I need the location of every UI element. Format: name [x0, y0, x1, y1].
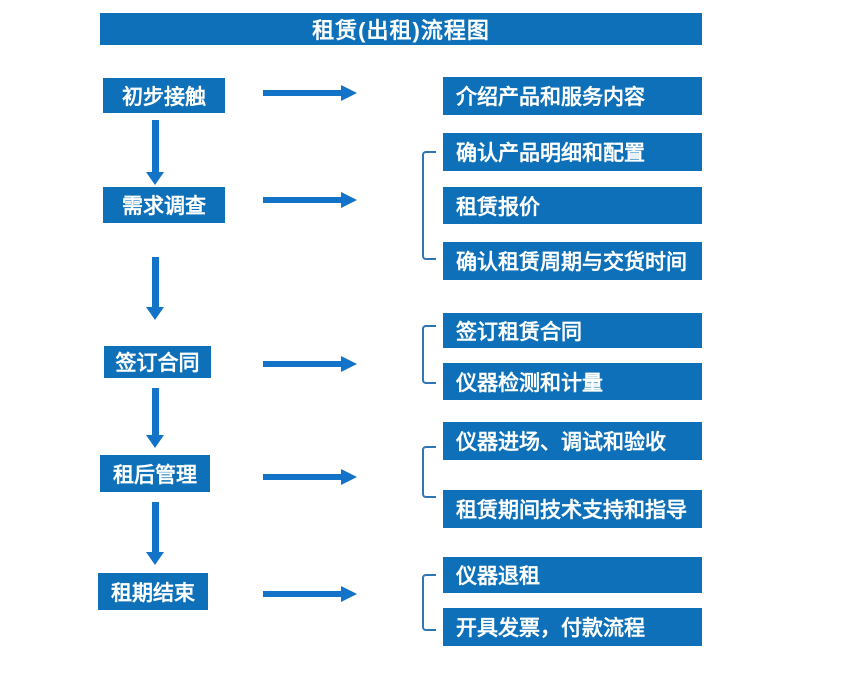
arrow-head: [341, 85, 357, 101]
down-arrow-icon: [146, 502, 164, 565]
arrow-shaft: [263, 90, 341, 96]
right-arrow-icon: [263, 192, 357, 208]
arrow-head: [341, 586, 357, 602]
stage-box-post-rental-management: 租后管理: [100, 455, 210, 492]
right-arrow-icon: [263, 85, 357, 101]
arrow-head: [146, 172, 164, 185]
arrow-head: [146, 307, 164, 320]
arrow-shaft: [151, 502, 159, 552]
arrow-head: [341, 356, 357, 372]
right-arrow-icon: [263, 586, 357, 602]
output-box-introduce-products-services: 介绍产品和服务内容: [443, 77, 702, 115]
arrow-head: [341, 469, 357, 485]
output-box-instrument-entry-commissioning: 仪器进场、调试和验收: [443, 422, 702, 460]
down-arrow-icon: [146, 120, 164, 185]
output-box-confirm-product-details: 确认产品明细和配置: [443, 133, 702, 171]
output-box-rental-quotation: 租赁报价: [443, 187, 702, 224]
arrow-shaft: [263, 361, 341, 367]
arrow-head: [146, 435, 164, 448]
stage-box-initial-contact: 初步接触: [103, 78, 225, 113]
output-box-instrument-testing-metering: 仪器检测和计量: [443, 363, 702, 400]
group-bracket: [422, 325, 436, 384]
output-box-technical-support-guidance: 租赁期间技术支持和指导: [443, 490, 702, 528]
arrow-shaft: [263, 197, 341, 203]
down-arrow-icon: [146, 388, 164, 448]
arrow-shaft: [263, 474, 341, 480]
right-arrow-icon: [263, 356, 357, 372]
stage-box-sign-contract: 签订合同: [104, 346, 211, 378]
output-box-invoice-payment-process: 开具发票，付款流程: [443, 608, 702, 646]
group-bracket: [422, 574, 436, 631]
group-bracket: [422, 151, 436, 260]
arrow-head: [341, 192, 357, 208]
arrow-shaft: [263, 591, 341, 597]
right-arrow-icon: [263, 469, 357, 485]
down-arrow-icon: [146, 257, 164, 320]
flowchart-title: 租赁(出租)流程图: [100, 13, 702, 45]
output-box-confirm-rental-period-delivery: 确认租赁周期与交货时间: [443, 242, 702, 280]
arrow-head: [146, 552, 164, 565]
arrow-shaft: [151, 388, 159, 435]
arrow-shaft: [151, 257, 159, 307]
arrow-shaft: [151, 120, 159, 172]
stage-box-rental-end: 租期结束: [98, 573, 208, 610]
output-box-instrument-return: 仪器退租: [443, 557, 702, 593]
group-bracket: [422, 446, 436, 498]
output-box-sign-rental-contract: 签订租赁合同: [443, 313, 702, 348]
stage-box-demand-survey: 需求调查: [103, 187, 225, 223]
